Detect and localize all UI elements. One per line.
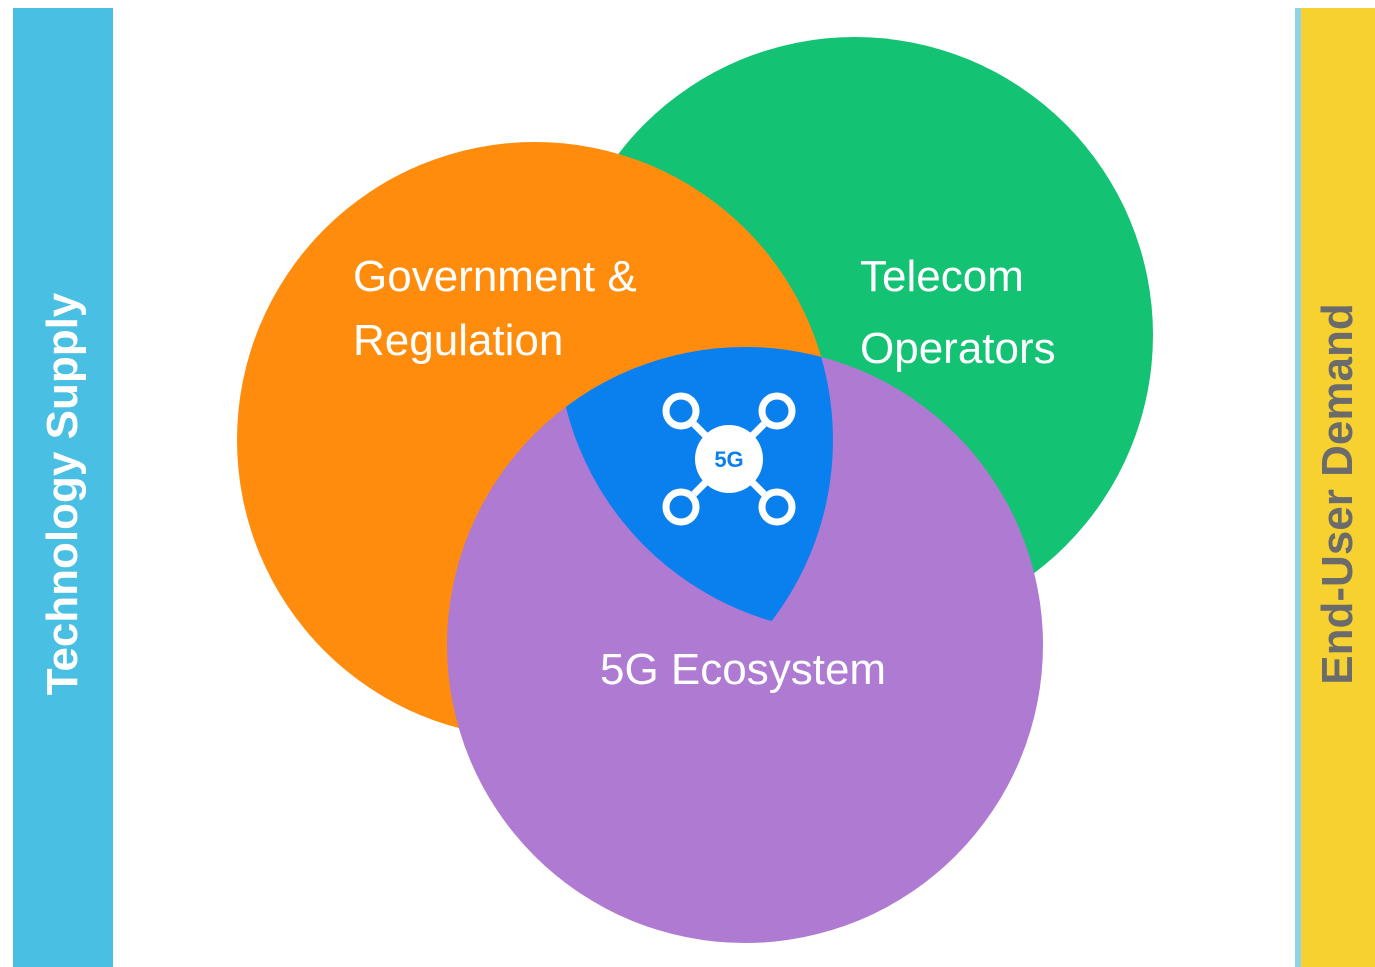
end-user-demand-bar: End-User Demand [1295,8,1375,967]
technology-supply-bar: Technology Supply [13,8,113,967]
telecom-label-line1: Telecom [860,252,1024,301]
5g-ecosystem-circle [447,347,1043,943]
government-label-line2: Regulation [353,316,563,365]
hub-5g-label: 5G [714,447,743,472]
telecom-label-line2: Operators [860,324,1056,373]
network-hub-icon [662,392,796,526]
ecosystem-label: 5G Ecosystem [600,645,886,694]
government-label-line1: Government & [353,252,637,301]
